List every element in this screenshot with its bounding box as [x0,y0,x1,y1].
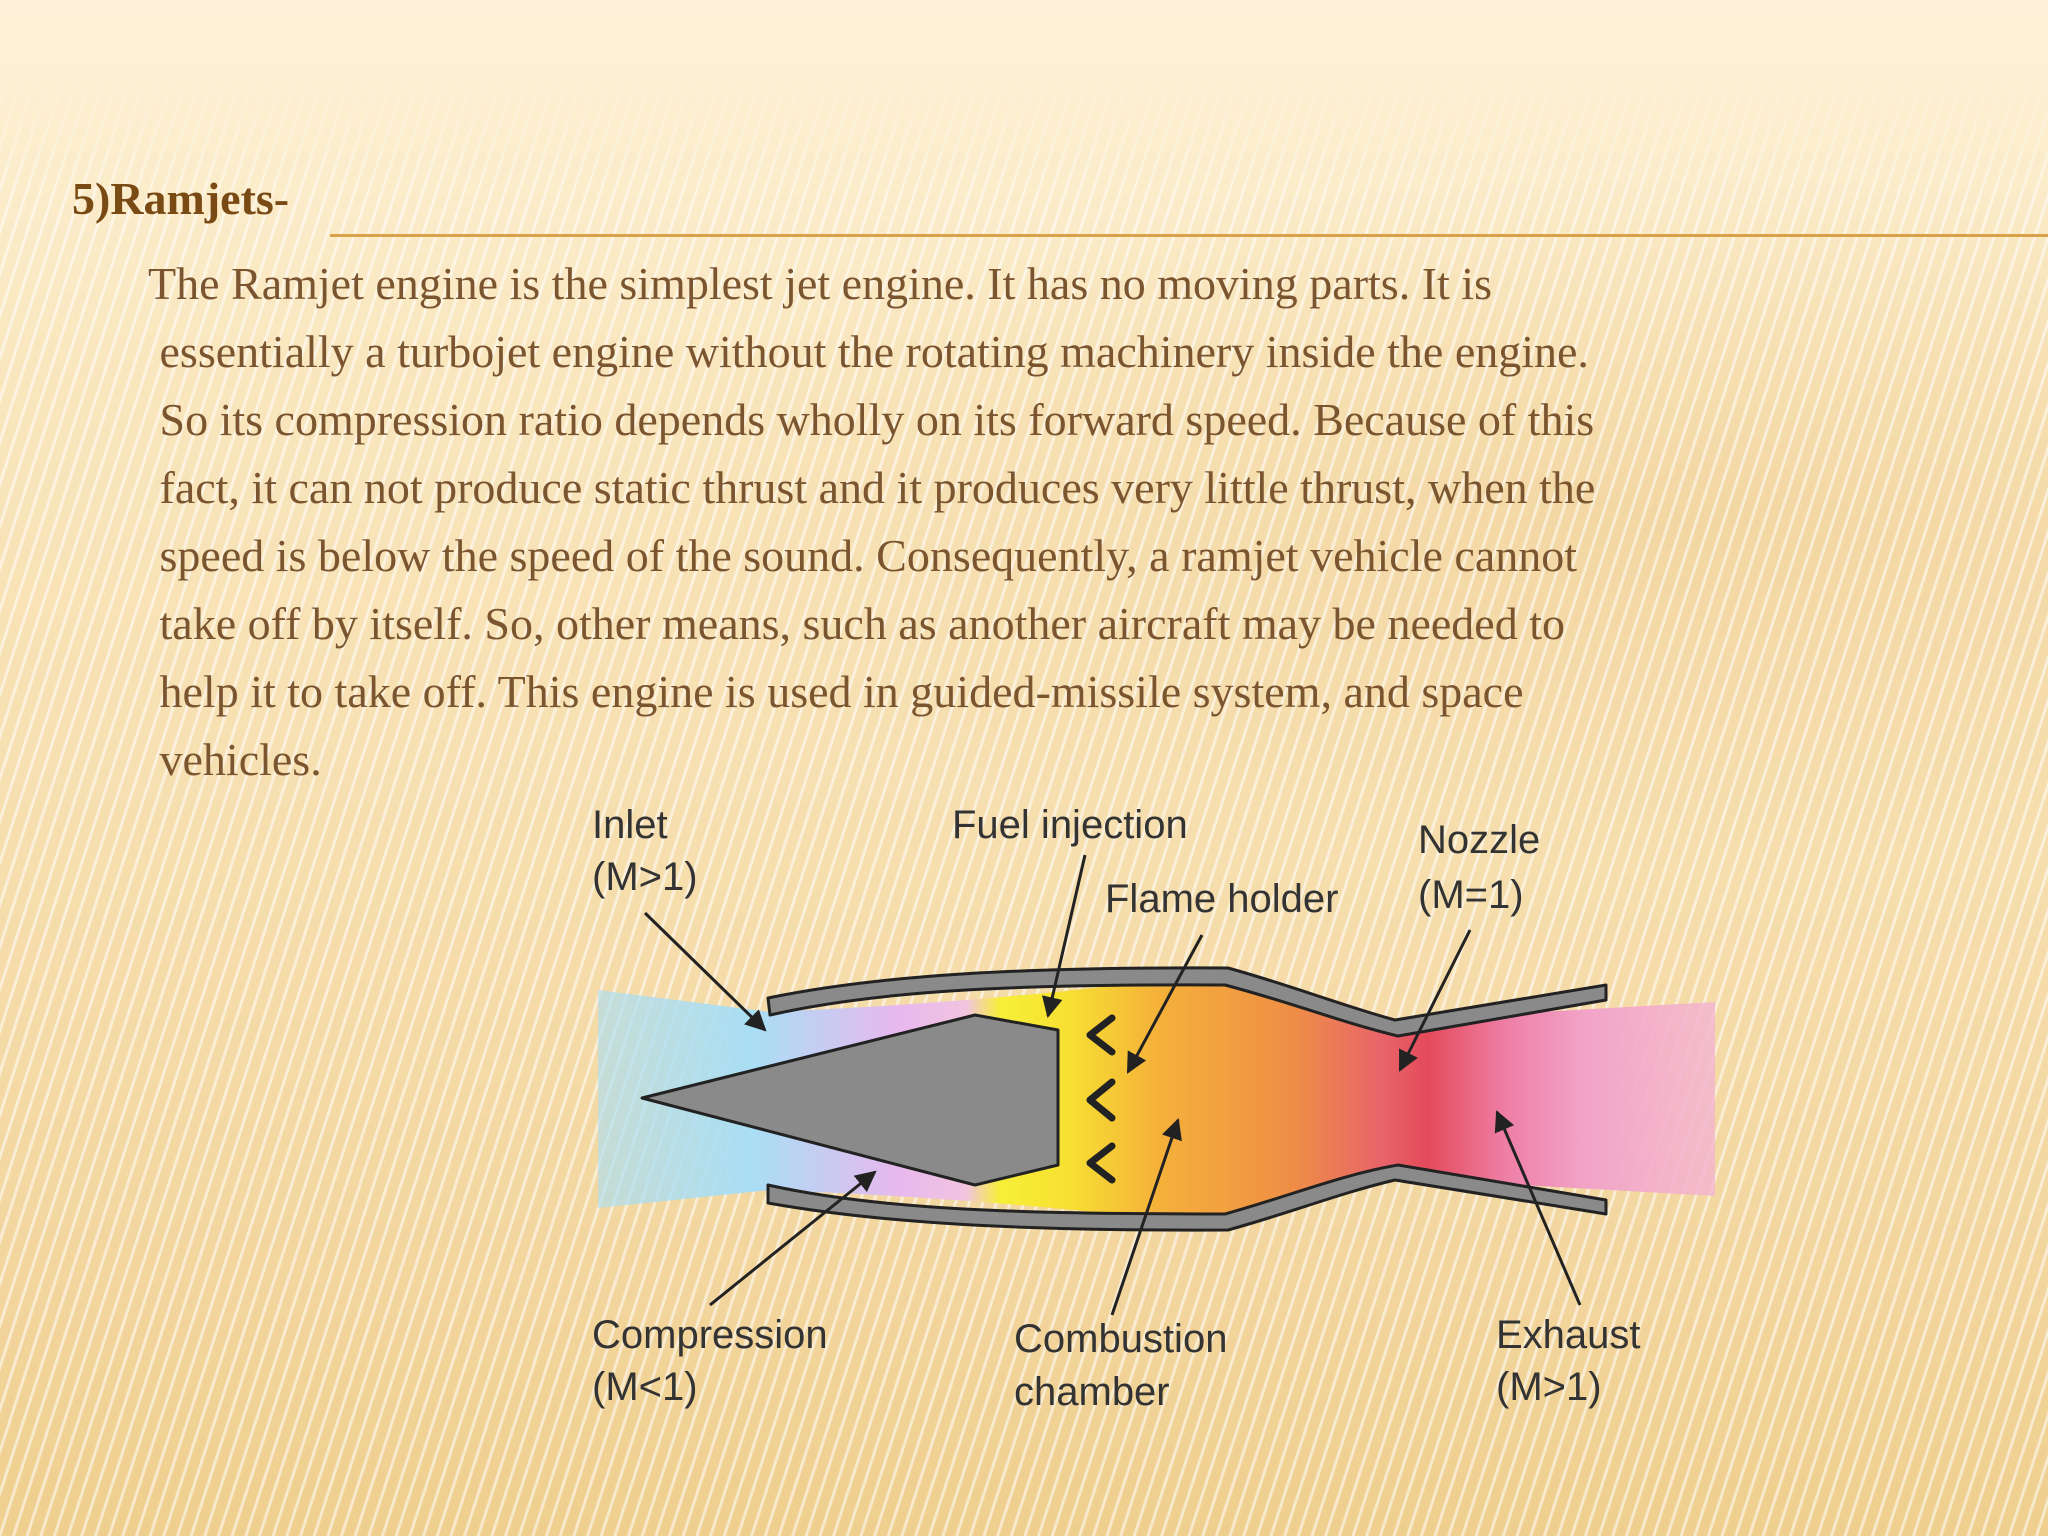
top-fade [0,0,2048,110]
arrow-flame-holder [1126,934,1204,1074]
arrow-exhaust [1494,1110,1582,1306]
upper-cowl [766,966,1608,1038]
flame-holder-1 [1086,1014,1116,1056]
arrow-inlet [643,911,767,1032]
flame-holder-2 [1086,1078,1116,1122]
label-nozzle: Nozzle (M=1) [1418,818,1551,917]
lower-cowl [766,1163,1608,1232]
label-compression: Compression (M<1) [592,1313,839,1409]
center-body-spike [640,1013,1060,1187]
label-flame-holder: Flame holder [1105,877,1338,921]
label-inlet: Inlet (M>1) [592,803,698,899]
label-combustion-chamber: Combustion chamber [1014,1317,1239,1414]
slide-heading: 5)Ramjets- [72,173,290,224]
heading-rule [330,234,2048,237]
label-fuel-injection: Fuel injection [952,803,1188,847]
flame-holder-3 [1086,1142,1116,1184]
arrow-compression [709,1170,877,1307]
label-exhaust: Exhaust (M>1) [1496,1313,1652,1409]
arrow-nozzle [1398,929,1472,1072]
body-paragraph: The Ramjet engine is the simplest jet en… [148,258,1596,785]
arrow-combustion [1110,1118,1182,1316]
flow-field [598,970,1715,1228]
arrow-fuel-injection [1041,854,1087,1019]
